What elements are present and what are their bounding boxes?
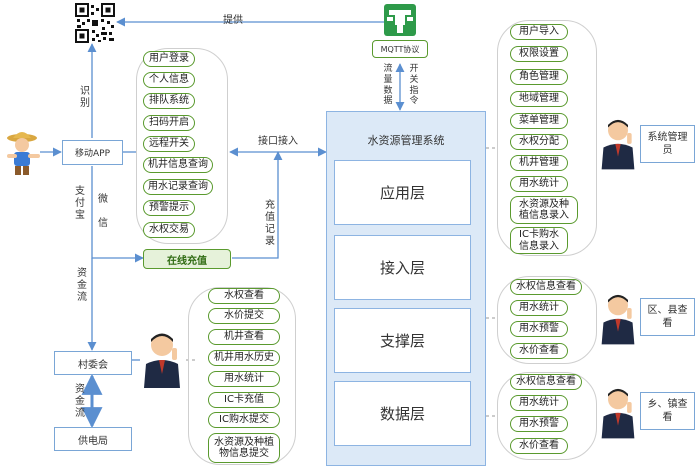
feature-scan-open[interactable]: 扫码开启 [143,115,195,131]
town-label-box: 乡、镇查看 [640,392,695,430]
funds-flow-label-1: 资金流 [77,268,87,303]
district-water-rights-view[interactable]: 水权信息查看 [510,279,582,295]
district-official-icon [601,294,635,345]
feature-warning-tip[interactable]: 预警提示 [143,200,195,216]
recharge-record-label: 充值记录 [265,200,275,247]
lower-feature-group [188,287,296,465]
water-valve-device-icon [384,4,416,36]
qr-code-icon [75,3,115,43]
district-label: 区、县查看 [647,305,688,329]
official-icon [144,333,180,388]
district-label-box: 区、县查看 [640,298,695,336]
lower-well-view[interactable]: 机井查看 [208,329,280,345]
lower-water-price-submit[interactable]: 水价提交 [208,308,280,324]
admin-label-box: 系统管理员 [640,125,695,163]
farmer-icon [7,132,40,175]
town-water-statistics[interactable]: 用水统计 [510,395,568,411]
lower-well-usage-history[interactable]: 机井用水历史 [208,350,280,366]
layer-support: 支撑层 [334,308,471,373]
lower-water-plant-info-submit[interactable]: 水资源及种植物信息提交 [208,433,280,463]
admin-water-rights-allocation[interactable]: 水权分配 [510,134,568,150]
power-bureau-box[interactable]: 供电局 [54,427,132,451]
layer-application: 应用层 [334,160,471,225]
admin-feature-group [497,20,597,256]
town-water-price-view[interactable]: 水价查看 [510,438,568,454]
lower-water-statistics[interactable]: 用水统计 [208,371,280,387]
village-committee-label: 村委会 [78,359,108,371]
online-recharge-button[interactable]: 在线充值 [143,249,231,269]
district-feature-group [497,276,597,364]
feature-queue-system[interactable]: 排队系统 [143,93,195,109]
lower-ic-recharge[interactable]: IC卡充值 [208,392,280,408]
lower-ic-water-purchase-submit[interactable]: IC购水提交 [208,412,280,428]
admin-menu-management[interactable]: 菜单管理 [510,113,568,129]
app-feature-group [136,48,228,244]
mqtt-label-box: MQTT协议 [372,40,428,58]
switch-cmd-label: 开关指令 [409,64,419,107]
layer-access: 接入层 [334,235,471,300]
identify-label: 识别 [80,86,90,109]
district-water-price-view[interactable]: 水价查看 [510,343,568,359]
alipay-label: 支付宝 [75,186,85,221]
admin-user-import[interactable]: 用户导入 [510,24,568,40]
feature-water-rights-trade[interactable]: 水权交易 [143,222,195,238]
town-label: 乡、镇查看 [647,399,688,423]
feature-personal-info[interactable]: 个人信息 [143,72,195,88]
admin-role-management[interactable]: 角色管理 [510,69,568,85]
system-title: 水资源管理系统 [367,134,445,147]
admin-ic-water-purchase-entry[interactable]: IC卡购水信息录入 [510,227,568,254]
feature-water-record-query[interactable]: 用水记录查询 [143,179,213,195]
lower-water-rights-view[interactable]: 水权查看 [208,288,280,304]
layer-data: 数据层 [334,381,471,446]
admin-label: 系统管理员 [647,132,688,156]
mqtt-label: MQTT协议 [380,44,420,54]
admin-official-icon [601,119,635,170]
funds-flow-label-2: 资金流 [75,384,85,419]
wechat-label: 微信 [98,194,108,229]
admin-permission-setting[interactable]: 权限设置 [510,46,568,62]
town-feature-group [497,372,597,460]
town-water-warning[interactable]: 用水预警 [510,416,568,432]
town-official-icon [601,388,635,439]
feature-user-login[interactable]: 用户登录 [143,51,195,67]
admin-water-statistics[interactable]: 用水统计 [510,176,568,192]
admin-water-plant-info-entry[interactable]: 水资源及种植信息录入 [510,196,578,224]
flow-data-label: 流量数据 [383,64,393,107]
recharge-record-arrow [232,151,283,259]
mobile-app-box[interactable]: 移动APP [62,140,123,165]
admin-region-management[interactable]: 地域管理 [510,91,568,107]
interface-access-label: 接口接入 [258,136,298,147]
feature-remote-switch[interactable]: 远程开关 [143,136,195,152]
feature-well-query[interactable]: 机井信息查询 [143,157,213,173]
district-water-statistics[interactable]: 用水统计 [510,300,568,316]
district-water-warning[interactable]: 用水预警 [510,321,568,337]
provide-label: 提供 [223,15,243,26]
admin-well-management[interactable]: 机井管理 [510,155,568,171]
village-committee-box[interactable]: 村委会 [54,351,132,375]
mobile-app-label: 移动APP [74,149,110,159]
online-recharge-label: 在线充值 [167,255,207,267]
power-bureau-label: 供电局 [78,435,108,447]
town-water-rights-view[interactable]: 水权信息查看 [510,374,582,390]
